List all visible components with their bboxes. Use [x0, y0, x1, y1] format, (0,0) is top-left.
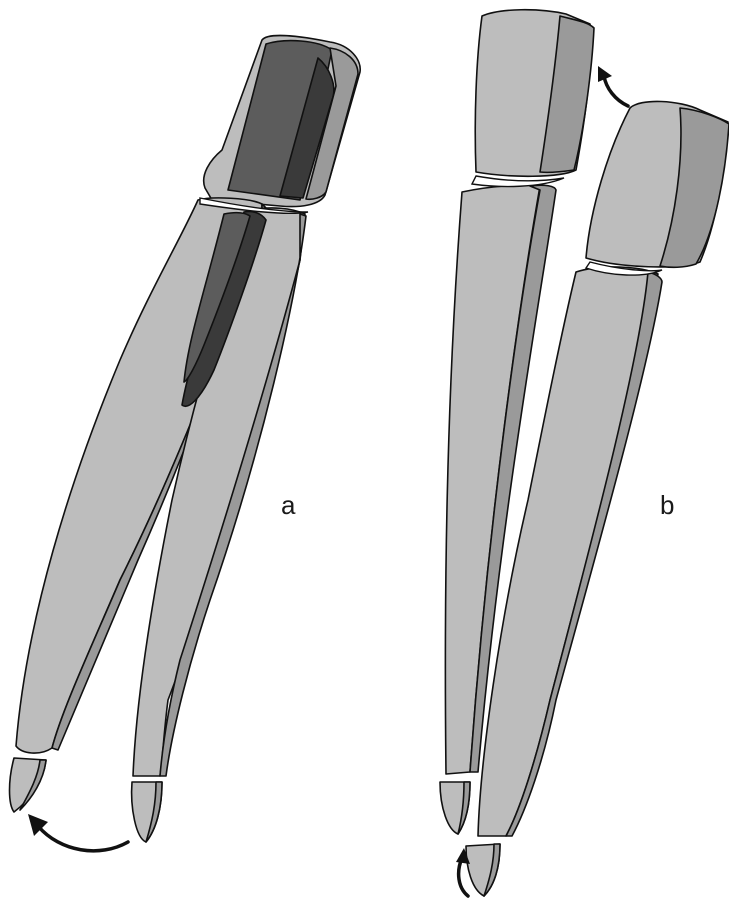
panel-label-b: b	[660, 490, 674, 520]
panel-b-rotation-arrow-top	[598, 66, 628, 106]
panel-a-rotation-arrow	[28, 814, 128, 851]
panel-b-separated-bones	[440, 10, 729, 896]
panel-b-joint-gap-left	[472, 176, 564, 186]
panel-a-upper-block	[204, 36, 361, 207]
panel-label-a: a	[281, 490, 296, 520]
panel-a-articulated-bones	[10, 36, 361, 851]
panel-b-right-upper-block	[586, 101, 729, 267]
panel-b-left-upper-block	[475, 10, 594, 177]
